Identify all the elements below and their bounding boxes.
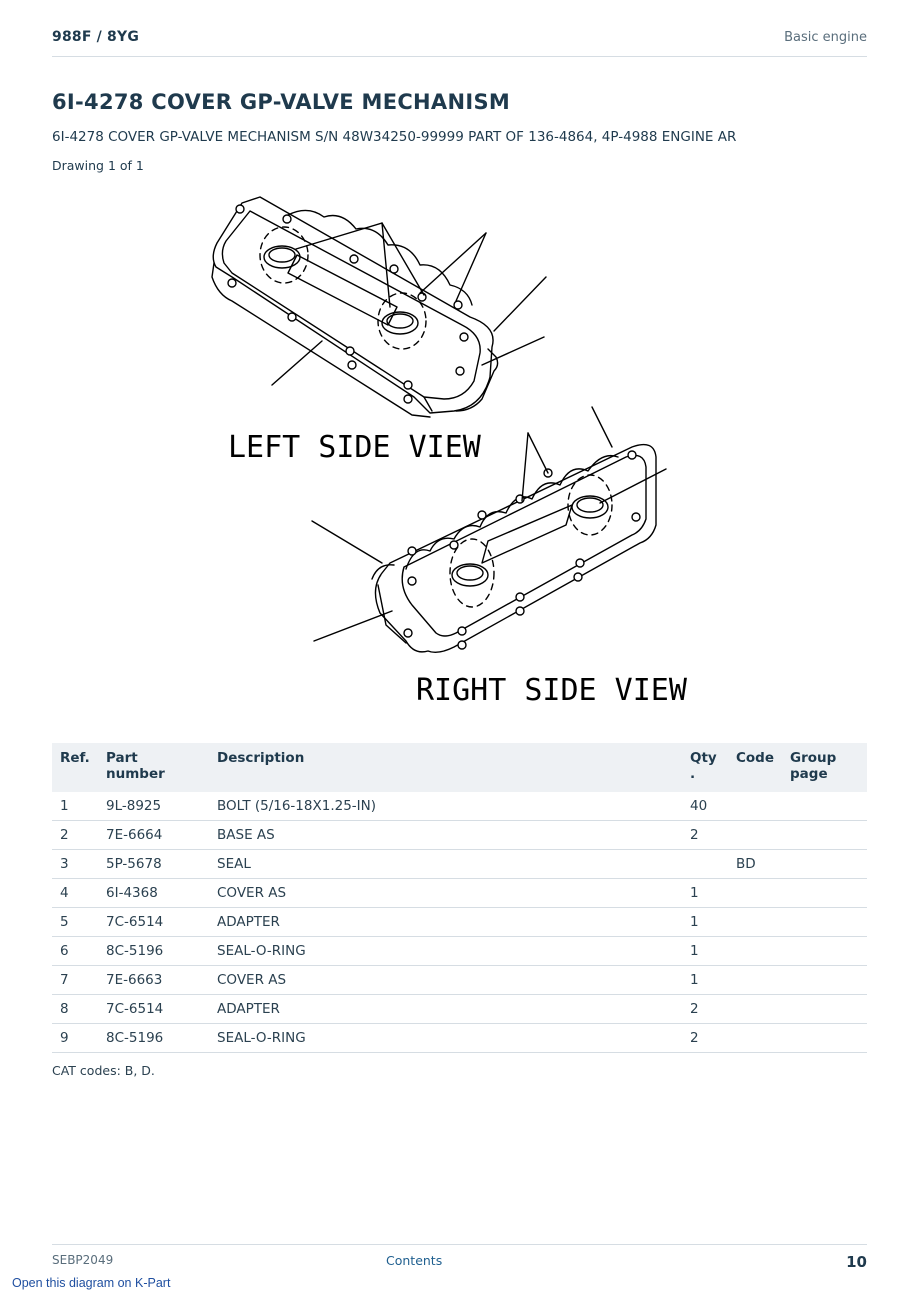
cell-code: [728, 820, 783, 850]
cell-qty: 40: [682, 792, 728, 821]
cell-part-number: 6I-4368: [98, 878, 209, 908]
table-row: 9 8C-5196 SEAL-O-RING 2: [52, 1023, 867, 1053]
table-row: 8 7C-6514 ADAPTER 2: [52, 994, 867, 1024]
cat-codes-note: CAT codes: B, D.: [52, 1063, 155, 1078]
cell-description: ADAPTER: [209, 994, 682, 1024]
cell-ref: 1: [52, 792, 98, 821]
cell-group-page: [782, 792, 867, 821]
cell-group-page: [782, 849, 867, 879]
contents-link[interactable]: Contents: [386, 1253, 443, 1268]
cell-part-number: 7C-6514: [98, 994, 209, 1024]
cell-code: [728, 965, 783, 995]
cell-description: SEAL-O-RING: [209, 1023, 682, 1053]
cell-ref: 3: [52, 849, 98, 879]
table-row: 6 8C-5196 SEAL-O-RING 1: [52, 936, 867, 966]
cell-group-page: [782, 936, 867, 966]
parts-table-header-row: Ref. Part number Description Qty . Code …: [52, 743, 867, 792]
cell-ref: 6: [52, 936, 98, 966]
drawing-count: Drawing 1 of 1: [52, 158, 144, 173]
cell-code: [728, 907, 783, 937]
cell-description: ADAPTER: [209, 907, 682, 937]
cell-qty: 1: [682, 907, 728, 937]
cell-code: [728, 936, 783, 966]
cell-ref: 2: [52, 820, 98, 850]
column-header-description: Description: [209, 743, 682, 792]
parts-diagram: LEFT SIDE VIEW: [211, 196, 688, 708]
cell-part-number: 7E-6664: [98, 820, 209, 850]
open-in-kpart-link[interactable]: Open this diagram on K-Part: [12, 1276, 171, 1290]
document-code: SEBP2049: [52, 1253, 114, 1267]
model-label: 988F / 8YG: [52, 29, 140, 45]
cell-group-page: [782, 965, 867, 995]
column-header-code: Code: [728, 743, 783, 792]
table-row: 1 9L-8925 BOLT (5/16-18X1.25-IN) 40: [52, 792, 867, 821]
page: 988F / 8YG Basic engine 6I-4278 COVER GP…: [52, 0, 867, 1300]
column-header-ref: Ref.: [52, 743, 98, 792]
cell-qty: 2: [682, 820, 728, 850]
cell-part-number: 7C-6514: [98, 907, 209, 937]
right-side-view-illustration: [311, 406, 667, 654]
page-header: 988F / 8YG Basic engine: [52, 28, 867, 57]
column-header-qty: Qty .: [682, 743, 728, 792]
cell-description: COVER AS: [209, 878, 682, 908]
column-header-group-page: Group page: [782, 743, 867, 792]
cell-group-page: [782, 907, 867, 937]
cell-ref: 9: [52, 1023, 98, 1053]
cell-description: SEAL-O-RING: [209, 936, 682, 966]
cell-ref: 5: [52, 907, 98, 937]
table-row: 4 6I-4368 COVER AS 1: [52, 878, 867, 908]
cell-group-page: [782, 1023, 867, 1053]
table-row: 3 5P-5678 SEAL BD: [52, 849, 867, 879]
cell-qty: 2: [682, 994, 728, 1024]
cell-part-number: 5P-5678: [98, 849, 209, 879]
column-header-part-number: Part number: [98, 743, 209, 792]
cell-description: SEAL: [209, 849, 682, 879]
cell-group-page: [782, 994, 867, 1024]
page-footer: SEBP2049 Contents 10: [52, 1244, 867, 1275]
cell-group-page: [782, 820, 867, 850]
cell-qty: 1: [682, 965, 728, 995]
cell-part-number: 9L-8925: [98, 792, 209, 821]
cell-code: [728, 878, 783, 908]
cell-code: [728, 792, 783, 821]
cell-qty: 1: [682, 936, 728, 966]
cell-qty: 2: [682, 1023, 728, 1053]
cell-group-page: [782, 878, 867, 908]
cell-part-number: 7E-6663: [98, 965, 209, 995]
page-number: 10: [846, 1253, 867, 1271]
parts-table: Ref. Part number Description Qty . Code …: [52, 743, 867, 1053]
cell-part-number: 8C-5196: [98, 936, 209, 966]
cell-ref: 4: [52, 878, 98, 908]
left-side-view-illustration: [211, 196, 547, 418]
cell-code: BD: [728, 849, 783, 879]
page-subtitle: 6I-4278 COVER GP-VALVE MECHANISM S/N 48W…: [52, 129, 737, 145]
table-row: 7 7E-6663 COVER AS 1: [52, 965, 867, 995]
cell-part-number: 8C-5196: [98, 1023, 209, 1053]
table-row: 5 7C-6514 ADAPTER 1: [52, 907, 867, 937]
right-side-view-label: RIGHT SIDE VIEW: [416, 673, 688, 708]
cell-description: BOLT (5/16-18X1.25-IN): [209, 792, 682, 821]
cell-ref: 7: [52, 965, 98, 995]
cell-code: [728, 1023, 783, 1053]
cell-description: BASE AS: [209, 820, 682, 850]
table-row: 2 7E-6664 BASE AS 2: [52, 820, 867, 850]
cell-ref: 8: [52, 994, 98, 1024]
cell-description: COVER AS: [209, 965, 682, 995]
page-title: 6I-4278 COVER GP-VALVE MECHANISM: [52, 90, 511, 114]
section-label: Basic engine: [784, 30, 867, 45]
cell-code: [728, 994, 783, 1024]
left-side-view-label: LEFT SIDE VIEW: [228, 430, 482, 465]
cell-qty: 1: [682, 878, 728, 908]
cell-qty: [682, 849, 728, 879]
